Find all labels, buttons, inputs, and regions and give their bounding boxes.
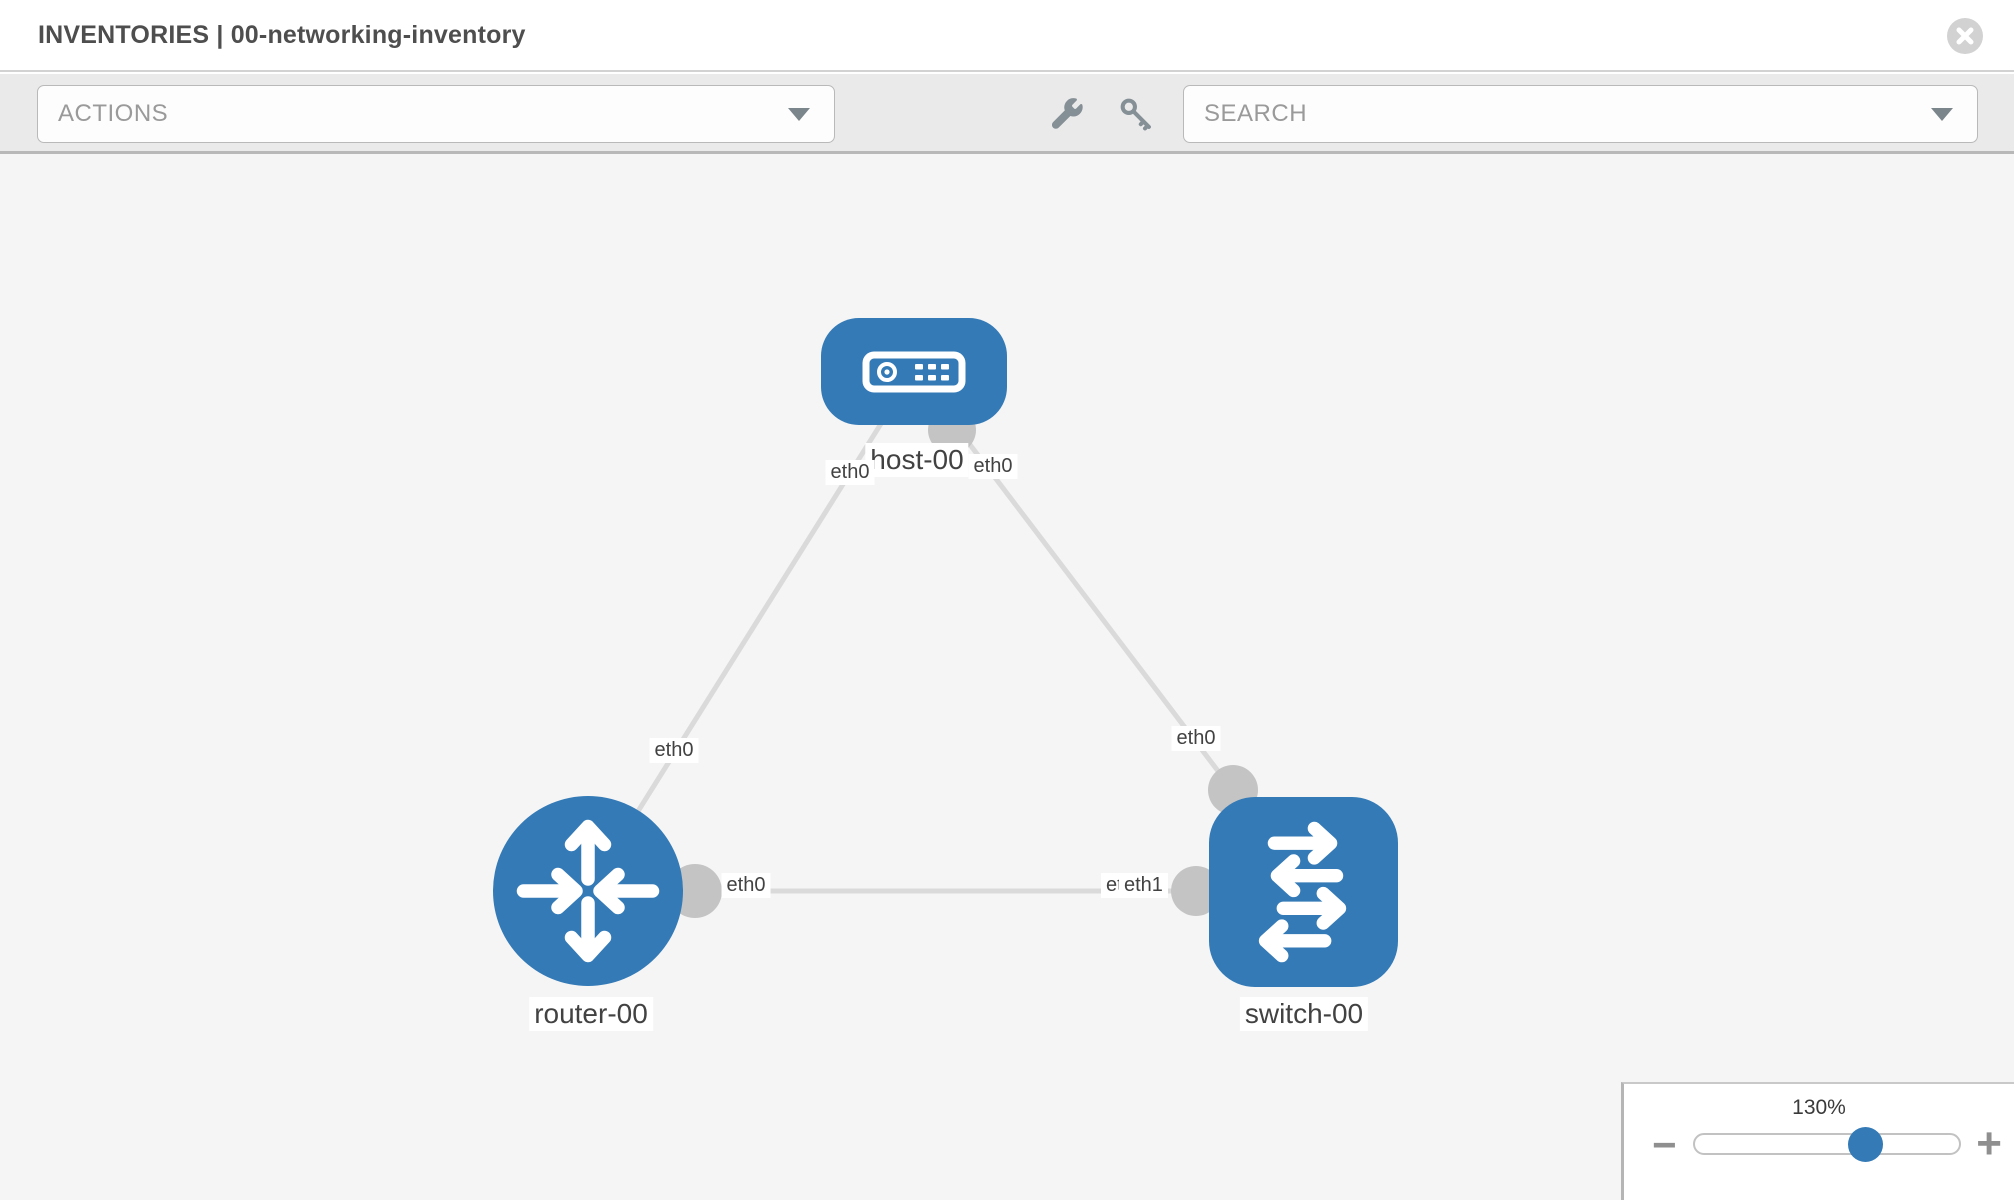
toolbar: ACTIONS SEARCH <box>0 74 2014 154</box>
node-host-00[interactable] <box>821 318 1007 425</box>
link-host-router[interactable] <box>585 369 917 893</box>
router-arrows-icon <box>516 819 660 963</box>
zoom-control-panel: 130% − + <box>1621 1082 2014 1200</box>
close-icon <box>1956 27 1974 45</box>
interface-label: eth1 <box>1119 873 1168 898</box>
switch-arrows-icon <box>1258 821 1346 963</box>
zoom-out-button[interactable]: − <box>1652 1121 1677 1168</box>
interface-label: eth0 <box>721 873 771 898</box>
links-layer <box>585 369 1303 918</box>
node-label-host: host-00 <box>865 443 969 478</box>
interface-label: eth0 <box>825 460 875 485</box>
close-button[interactable] <box>1947 18 1983 54</box>
zoom-in-button[interactable]: + <box>1976 1119 2002 1168</box>
port-switch-left[interactable] <box>1171 866 1221 916</box>
search-dropdown[interactable]: SEARCH <box>1183 85 1978 143</box>
actions-dropdown-label: ACTIONS <box>58 100 169 127</box>
topology-canvas[interactable]: host-00 router-00 switch-00 eth0 eth0 et… <box>0 154 2014 1200</box>
chevron-down-icon <box>1931 108 1953 121</box>
page-title: INVENTORIES | 00-networking-inventory <box>38 20 526 49</box>
wrench-icon[interactable] <box>1048 96 1084 137</box>
actions-dropdown[interactable]: ACTIONS <box>37 85 835 143</box>
node-label-switch: switch-00 <box>1239 997 1369 1032</box>
page-header: INVENTORIES | 00-networking-inventory <box>0 0 2014 72</box>
server-icon <box>862 351 966 392</box>
zoom-slider-track[interactable] <box>1693 1133 1961 1155</box>
zoom-slider-handle[interactable] <box>1848 1127 1883 1162</box>
chevron-down-icon <box>788 108 810 121</box>
search-dropdown-label: SEARCH <box>1204 100 1308 127</box>
key-icon[interactable] <box>1118 96 1154 137</box>
node-switch-00[interactable] <box>1209 797 1398 987</box>
node-label-router: router-00 <box>529 997 653 1032</box>
interface-label: eth0 <box>968 454 1018 479</box>
interface-label: eth0 <box>649 738 699 763</box>
zoom-level: 130% <box>1792 1096 1846 1119</box>
interface-label: eth0 <box>1171 726 1221 751</box>
node-router-00[interactable] <box>493 796 683 986</box>
